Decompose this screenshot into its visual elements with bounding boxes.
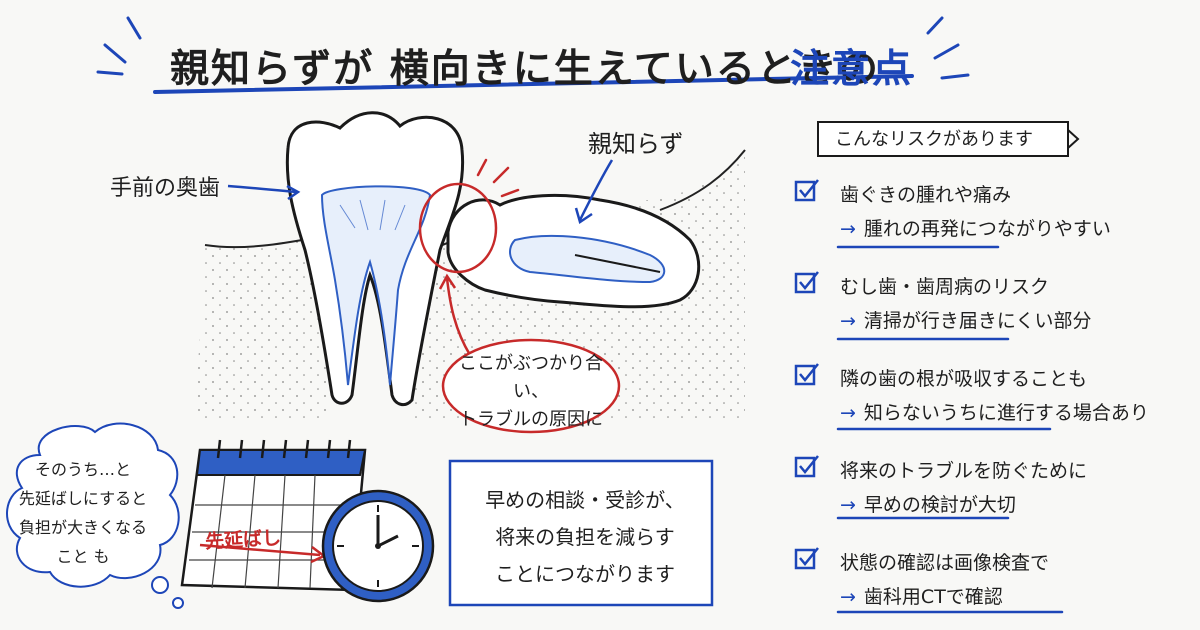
checkbox-checked-icon: [794, 179, 819, 202]
checkbox-checked-icon: [794, 455, 819, 478]
collision-note-line2: トラブルの原因に: [459, 409, 603, 430]
risk-heading-box: [817, 121, 1069, 157]
risk-heading-text: こんなリスクがあります: [835, 129, 1033, 150]
title-underline: [153, 74, 914, 94]
risk-sub-text: → 歯科用CTで確認: [840, 582, 1003, 609]
arrow-right-icon: →: [840, 494, 856, 516]
risk-main-text: 歯ぐきの腫れや痛み: [840, 184, 1012, 206]
front-molar-label: 手前の奥歯: [110, 176, 221, 201]
risk-sub-label: 腫れの再発につながりやすい: [863, 218, 1111, 240]
arrow-right-icon: →: [840, 586, 856, 608]
page-title: 親知らずが 横向きに生えているときの 注意点: [145, 38, 911, 108]
advice-line-3: ことにつながります: [495, 562, 675, 586]
wisdom-tooth-label: 親知らず: [588, 130, 684, 158]
postpone-label: 先延ばし: [204, 527, 282, 553]
risk-main-text: 状態の確認は画像検査で: [840, 552, 1050, 574]
risk-sub-label: 知らないうちに進行する場合あり: [863, 402, 1149, 424]
risk-sub-text: → 知らないうちに進行する場合あり: [840, 398, 1149, 425]
title-accent-text: 注意点: [790, 47, 914, 92]
clock-icon: [321, 489, 435, 603]
risk-sub-text: → 早めの検討が大切: [840, 490, 1016, 517]
risk-heading: こんなリスクがあります: [835, 124, 1065, 156]
thought-line-4: こと も: [56, 547, 110, 566]
risk-main-text: 隣の歯の根が吸収することも: [840, 368, 1088, 390]
checkbox-checked-icon: [794, 547, 819, 570]
advice-line-1: 早めの相談・受診が、: [485, 488, 685, 512]
risk-sub-label: 歯科用CTで確認: [863, 586, 1003, 608]
checkbox-checked-icon: [794, 271, 819, 294]
wisdom-tooth-arrow: [578, 159, 614, 221]
collision-note: ここがぶつかり合い、 トラブルの原因に: [448, 350, 614, 430]
collision-alert-icon: [476, 158, 520, 198]
arrow-right-icon: →: [840, 310, 856, 332]
thought-line-1: そのうち…と: [34, 460, 131, 479]
front-molar-tooth: [285, 111, 465, 407]
risk-sub-label: 清掃が行き届きにくい部分: [863, 310, 1092, 332]
thought-cloud-text: そのうち…と 先延ばしにすると 負担が大きくなる こと も: [8, 455, 158, 571]
risk-sub-text: → 腫れの再発につながりやすい: [840, 214, 1111, 241]
front-molar-arrow: [227, 184, 297, 194]
title-sparkle-left-icon: [96, 16, 142, 76]
thought-line-3: 負担が大きくなる: [18, 518, 147, 537]
advice-text: 早めの相談・受診が、 将来の負担を減らす ことにつながります: [465, 482, 705, 593]
advice-box: [448, 459, 714, 607]
collision-callout-bubble: [441, 338, 621, 434]
checkbox-checked-icon: [794, 363, 819, 386]
arrow-right-icon: →: [840, 402, 856, 424]
title-main-text: 親知らずが 横向きに生えているときの: [170, 47, 880, 92]
thought-cloud: [6, 422, 184, 609]
thought-line-2: 先延ばしにすると: [18, 489, 148, 508]
title-sparkle-right-icon: [926, 16, 970, 80]
arrow-right-icon: →: [840, 218, 856, 240]
collision-note-line1: ここがぶつかり合い、: [459, 353, 603, 402]
risk-sub-label: 早めの検討が大切: [863, 494, 1016, 516]
wisdom-tooth: [446, 193, 701, 309]
collision-arrow: [445, 277, 472, 356]
advice-line-2: 将来の負担を減らす: [495, 525, 675, 549]
collision-circle: [418, 182, 498, 274]
risk-main-text: むし歯・歯周病のリスク: [840, 276, 1050, 298]
risk-main-text: 将来のトラブルを防ぐために: [840, 460, 1088, 482]
calendar-icon: [180, 439, 367, 592]
risk-sub-text: → 清掃が行き届きにくい部分: [840, 306, 1092, 333]
